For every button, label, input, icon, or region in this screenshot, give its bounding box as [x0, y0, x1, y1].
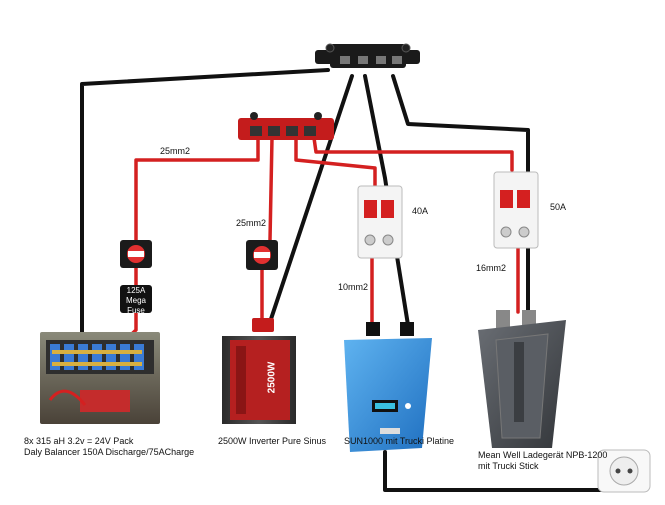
positive-busbar: [238, 112, 334, 140]
battery-caption-line2: Daly Balancer 150A Discharge/75ACharge: [24, 447, 195, 457]
charger-caption-line1: Mean Well Ladegerät NPB-1200: [478, 450, 608, 460]
breaker-sun: [357, 185, 403, 259]
wire-label-sun: 10mm2: [338, 282, 369, 292]
charger-caption: Mean Well Ladegerät NPB-1200 mit Trucki …: [478, 450, 607, 472]
inverter-negative-wire: [268, 74, 354, 324]
battery-switch: [120, 240, 152, 268]
charger-positive-wire: [312, 136, 514, 172]
fuse-label-line2: Mega: [125, 296, 146, 305]
battery-positive-wire: [134, 136, 260, 242]
wire-label-inverter: 25mm2: [236, 218, 267, 228]
battery-caption-line1: 8x 315 aH 3.2v = 24V Pack: [24, 436, 134, 446]
wire-label-charger: 16mm2: [476, 263, 507, 273]
battery-caption: 8x 315 aH 3.2v = 24V Pack Daly Balancer …: [24, 436, 194, 458]
inverter-printed-text: 2500W: [266, 361, 278, 394]
fuse-label-line3: Fuse: [127, 306, 145, 315]
sun-positive-wire: [294, 136, 377, 190]
breaker-charger: [493, 171, 539, 249]
fuse-label-line1: 125A: [126, 286, 146, 295]
positive-wires: [118, 136, 520, 347]
fuse-label: 125A Mega Fuse: [120, 286, 152, 316]
negative-busbar: [315, 43, 420, 68]
battery-pack: [40, 332, 160, 424]
breaker-label-charger: 50A: [550, 202, 567, 212]
inverter-positive-wire: [268, 136, 274, 242]
ac-outlet: [597, 449, 651, 493]
inverter: [222, 318, 296, 424]
battery-negative-wire: [80, 68, 330, 347]
breaker-label-sun: 40A: [412, 206, 429, 216]
mega-fuse: [120, 285, 152, 313]
sun-caption: SUN1000 mit Trucki Platine: [344, 436, 455, 446]
inverter-caption: 2500W Inverter Pure Sinus: [218, 436, 327, 446]
inverter-switch: [246, 240, 278, 270]
sun-inverter: [344, 322, 432, 452]
charger-caption-line2: mit Trucki Stick: [478, 461, 539, 471]
wire-label-battery: 25mm2: [160, 146, 191, 156]
charger: [478, 310, 566, 448]
